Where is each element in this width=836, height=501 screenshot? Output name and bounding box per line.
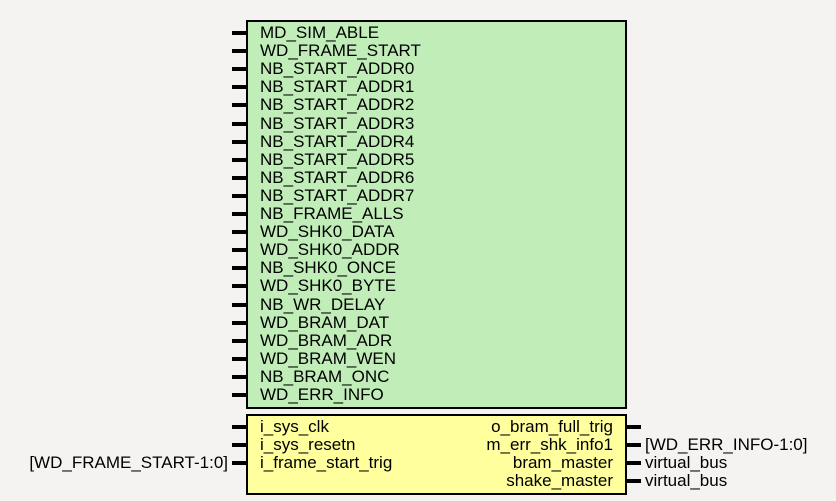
- input-pin[interactable]: [232, 302, 246, 307]
- output-signal-label: virtual_bus: [645, 471, 728, 491]
- output-pin[interactable]: [627, 443, 641, 448]
- input-pin[interactable]: [232, 230, 246, 235]
- port-label: WD_BRAM_WEN: [260, 348, 397, 368]
- port-label: NB_SHK0_ONCE: [260, 258, 397, 278]
- input-pin[interactable]: [232, 393, 246, 397]
- input-signal-label: [WD_FRAME_START-1:0]: [29, 453, 228, 473]
- input-pin[interactable]: [232, 193, 246, 198]
- input-pin[interactable]: [232, 461, 246, 466]
- input-pin[interactable]: [232, 121, 246, 126]
- input-pin[interactable]: [232, 49, 246, 54]
- input-pin[interactable]: [232, 248, 246, 253]
- output-port-label: shake_master: [506, 471, 613, 491]
- port-label: MD_SIM_ABLE: [260, 23, 380, 42]
- input-pin[interactable]: [232, 31, 246, 35]
- port-label: WD_SHK0_DATA: [260, 222, 395, 242]
- output-port-label: bram_master: [512, 453, 613, 473]
- output-signal-label: [WD_ERR_INFO-1:0]: [645, 435, 808, 455]
- port-label: NB_START_ADDR5: [260, 149, 415, 169]
- input-pin[interactable]: [232, 85, 246, 90]
- port-label: NB_START_ADDR6: [260, 167, 415, 187]
- output-pin[interactable]: [627, 479, 641, 484]
- input-port-label: i_sys_resetn: [260, 435, 356, 455]
- output-signal-label: virtual_bus: [645, 453, 728, 473]
- input-pin[interactable]: [232, 374, 246, 379]
- input-pin[interactable]: [232, 157, 246, 162]
- input-pin[interactable]: [232, 356, 246, 361]
- input-port-label: i_frame_start_trig: [260, 453, 393, 473]
- port-label: NB_START_ADDR1: [260, 77, 415, 97]
- port-label: NB_WR_DELAY: [260, 294, 386, 314]
- output-port-label: m_err_shk_info1: [486, 435, 613, 455]
- input-pin[interactable]: [232, 67, 246, 72]
- port-label: WD_BRAM_ADR: [260, 330, 393, 350]
- input-pin[interactable]: [232, 212, 246, 216]
- port-label: WD_ERR_INFO: [260, 385, 384, 404]
- output-pin[interactable]: [627, 425, 641, 429]
- output-port-label: o_bram_full_trig: [491, 417, 613, 436]
- port-label: NB_BRAM_ONC: [260, 366, 390, 386]
- input-port-label: i_sys_clk: [260, 417, 329, 436]
- input-pin[interactable]: [232, 266, 246, 271]
- port-label: WD_SHK0_BYTE: [260, 276, 397, 296]
- port-label: NB_FRAME_ALLS: [260, 204, 404, 223]
- input-pin[interactable]: [232, 320, 246, 325]
- input-pin[interactable]: [232, 284, 246, 289]
- port-label: WD_BRAM_DAT: [260, 312, 390, 332]
- input-pin[interactable]: [232, 175, 246, 180]
- input-pin[interactable]: [232, 425, 246, 429]
- port-label: NB_START_ADDR4: [260, 131, 415, 151]
- port-label: WD_SHK0_ADDR: [260, 240, 400, 260]
- output-pin[interactable]: [627, 461, 641, 466]
- port-label: NB_START_ADDR7: [260, 185, 415, 205]
- port-label: NB_START_ADDR3: [260, 113, 415, 133]
- port-label: NB_START_ADDR2: [260, 95, 415, 115]
- port-label: WD_FRAME_START: [260, 41, 421, 61]
- input-pin[interactable]: [232, 103, 246, 108]
- port-label: NB_START_ADDR0: [260, 59, 415, 79]
- input-pin[interactable]: [232, 443, 246, 448]
- input-pin[interactable]: [232, 338, 246, 343]
- input-pin[interactable]: [232, 139, 246, 144]
